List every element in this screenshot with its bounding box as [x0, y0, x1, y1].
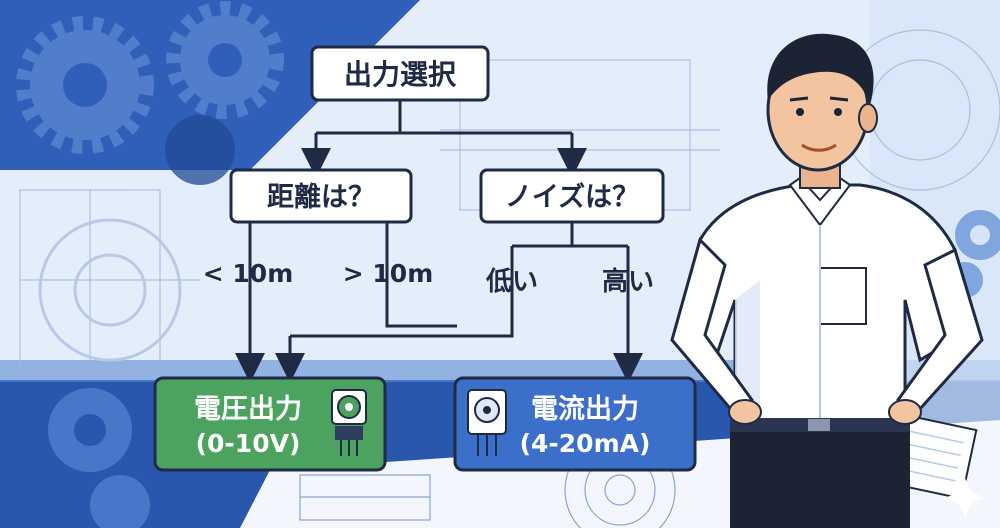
gear-icon-bottom — [48, 388, 150, 528]
shirt-pocket — [819, 267, 867, 325]
voltage-output-title: 電圧出力 — [194, 394, 302, 425]
noise-question-label: ノイズは？ — [505, 181, 639, 213]
root-node: 出力選択 — [310, 45, 490, 102]
connector-low-route — [290, 246, 514, 338]
edge-label-low: 低い — [485, 267, 538, 297]
sparkle-icon — [945, 478, 985, 518]
fan-sensor-icon — [467, 389, 507, 456]
connector-long-route — [385, 222, 457, 328]
voltage-output-range: (0-10V) — [196, 429, 301, 458]
distance-node: 距離は？ — [229, 168, 413, 224]
right-hand — [888, 399, 922, 425]
current-output-node: 電流出力 (4-20mA) — [453, 376, 697, 472]
current-output-title: 電流出力 — [531, 394, 639, 425]
hair — [767, 33, 874, 105]
edge-label-long: > 10m — [343, 259, 434, 288]
noise-node: ノイズは？ — [479, 168, 665, 224]
left-hand — [728, 399, 762, 425]
current-output-range: (4-20mA) — [520, 429, 651, 458]
gear-icon — [30, 15, 270, 185]
left-arm — [670, 237, 754, 423]
potentiometer-icon — [331, 389, 367, 456]
right-arm — [896, 247, 984, 423]
edge-label-short: < 10m — [203, 259, 294, 288]
flow-connectors — [235, 100, 643, 383]
trousers — [730, 420, 910, 528]
distance-question-label: 距離は？ — [267, 181, 375, 213]
root-label: 出力選択 — [344, 58, 457, 91]
voltage-output-node: 電圧出力 (0-10V) — [153, 376, 387, 472]
engineer-figure — [670, 33, 984, 528]
gear-outline-icon — [38, 218, 182, 362]
edge-label-high: 高い — [602, 266, 654, 297]
